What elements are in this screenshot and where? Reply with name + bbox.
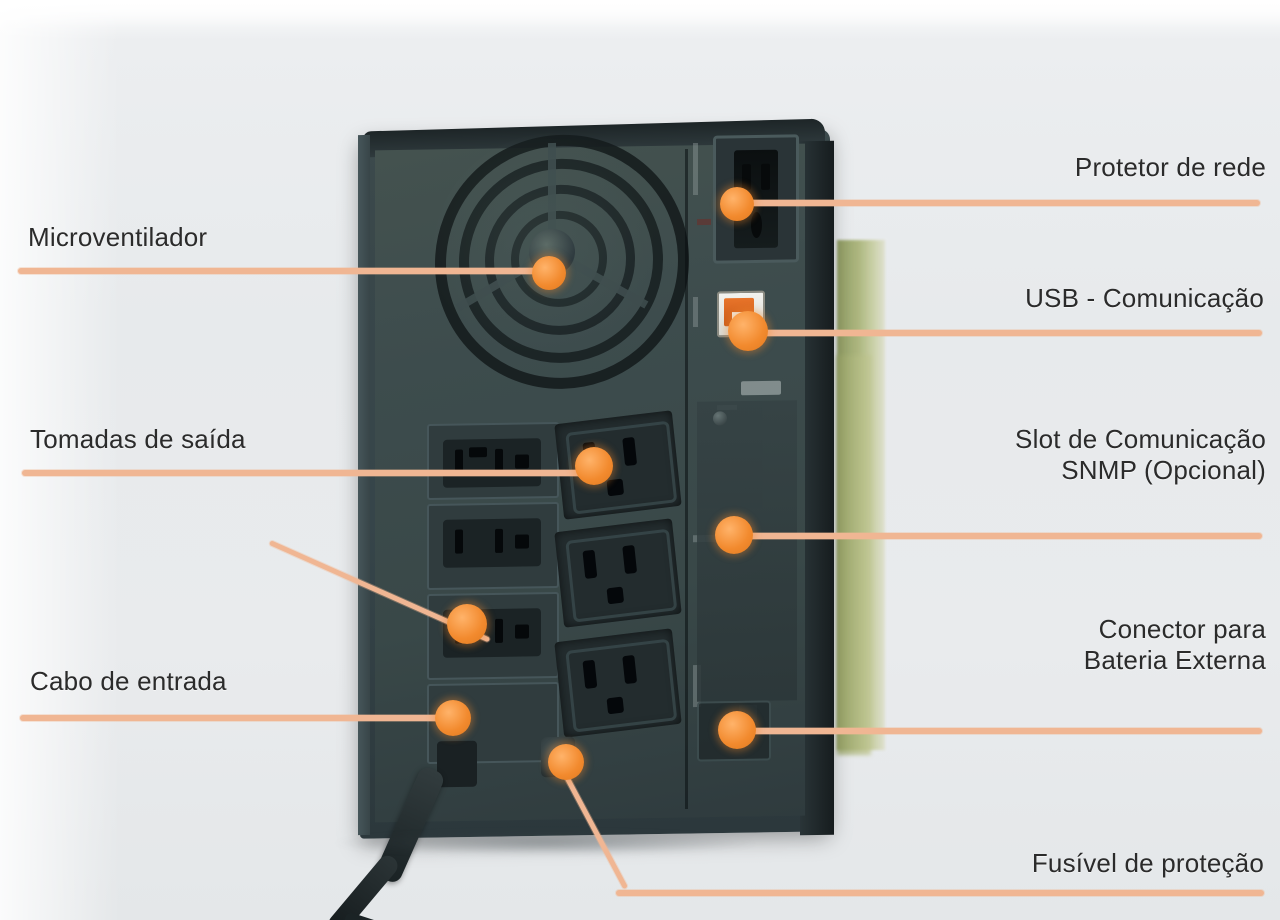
callout-label-snmp: Slot de Comunicação SNMP (Opcional) (1015, 424, 1266, 485)
socket-rim (565, 638, 678, 733)
snmp-communication-slot (697, 400, 797, 702)
callout-dot-protetor-rede (720, 187, 754, 221)
output-socket-block (427, 501, 559, 591)
socket-slot-ground (515, 624, 529, 639)
callout-dot-snmp (715, 516, 753, 554)
callout-dot-bateria-externa (718, 711, 756, 749)
panel-label-plate (741, 380, 781, 396)
callout-label-usb: USB - Comunicação (1025, 283, 1264, 313)
leader-line-fusivel-horizontal (616, 890, 1264, 896)
ups-rear-photo (324, 105, 885, 920)
snmp-slot-screw (713, 411, 727, 426)
cooling-fan-grille (433, 131, 689, 391)
output-socket (443, 438, 541, 488)
callout-dot-usb (728, 311, 768, 351)
socket-slot-right (495, 528, 503, 553)
callout-dot-cabo-entrada (435, 700, 471, 736)
ground-shadow (330, 830, 760, 856)
output-socket-block (427, 591, 559, 681)
socket-slot-ground (606, 586, 625, 605)
callout-label-bateria-line1: Conector para (1098, 614, 1266, 644)
callout-label-bateria-externa: Conector para Bateria Externa (1084, 614, 1266, 675)
socket-slot-left (455, 529, 463, 554)
output-socket-block (427, 421, 559, 501)
callout-dot-microventilador (532, 256, 566, 290)
leader-line-cabo-entrada (20, 715, 440, 721)
socket-slot-ground (606, 696, 625, 715)
callout-label-microventilador: Microventilador (28, 222, 208, 252)
leader-line-bateria-externa (752, 728, 1262, 734)
panel-column-divider (685, 148, 688, 810)
ups-chassis-left-edge (358, 134, 370, 836)
callout-label-fusivel: Fusível de proteção (1031, 848, 1264, 878)
panel-marking (693, 142, 698, 196)
callout-dot-tomadas-saida-upper (575, 447, 613, 485)
callout-label-cabo-entrada: Cabo de entrada (30, 666, 227, 696)
callout-label-snmp-line1: Slot de Comunicação (1015, 424, 1266, 454)
socket-slot-ground (515, 454, 529, 469)
leader-line-microventilador (18, 268, 538, 274)
socket-slot-ground (606, 478, 625, 497)
socket-rim (565, 528, 678, 623)
surge-socket-pin-right (761, 163, 770, 190)
callout-dot-fusivel (548, 744, 584, 780)
output-socket (554, 518, 682, 628)
socket-slot-top (469, 447, 487, 458)
surge-socket-pin-ground (751, 211, 762, 239)
callout-label-protetor-rede: Protetor de rede (1074, 152, 1266, 182)
surge-socket-pin-left (742, 164, 751, 191)
callout-label-bateria-line2: Bateria Externa (1083, 644, 1266, 675)
output-socket (554, 628, 682, 738)
socket-slot-right (495, 618, 503, 643)
output-socket (443, 518, 541, 568)
leader-line-protetor-rede (748, 200, 1260, 206)
callout-label-snmp-line2: SNMP (Opcional) (1061, 454, 1266, 485)
leader-line-snmp (748, 533, 1262, 539)
panel-marking (693, 296, 698, 328)
callout-dot-tomadas-saida-lower (447, 604, 487, 644)
leader-line-usb (762, 330, 1262, 336)
paper-top-tint (0, 0, 1280, 40)
leader-line-tomadas-saida (22, 470, 594, 476)
panel-marking (697, 218, 711, 226)
socket-slot-ground (515, 534, 529, 549)
output-socket (554, 410, 682, 520)
ups-side-panel-shade (837, 355, 871, 755)
paper-left-tint (0, 0, 120, 920)
callout-label-tomadas-saida: Tomadas de saída (30, 424, 246, 454)
